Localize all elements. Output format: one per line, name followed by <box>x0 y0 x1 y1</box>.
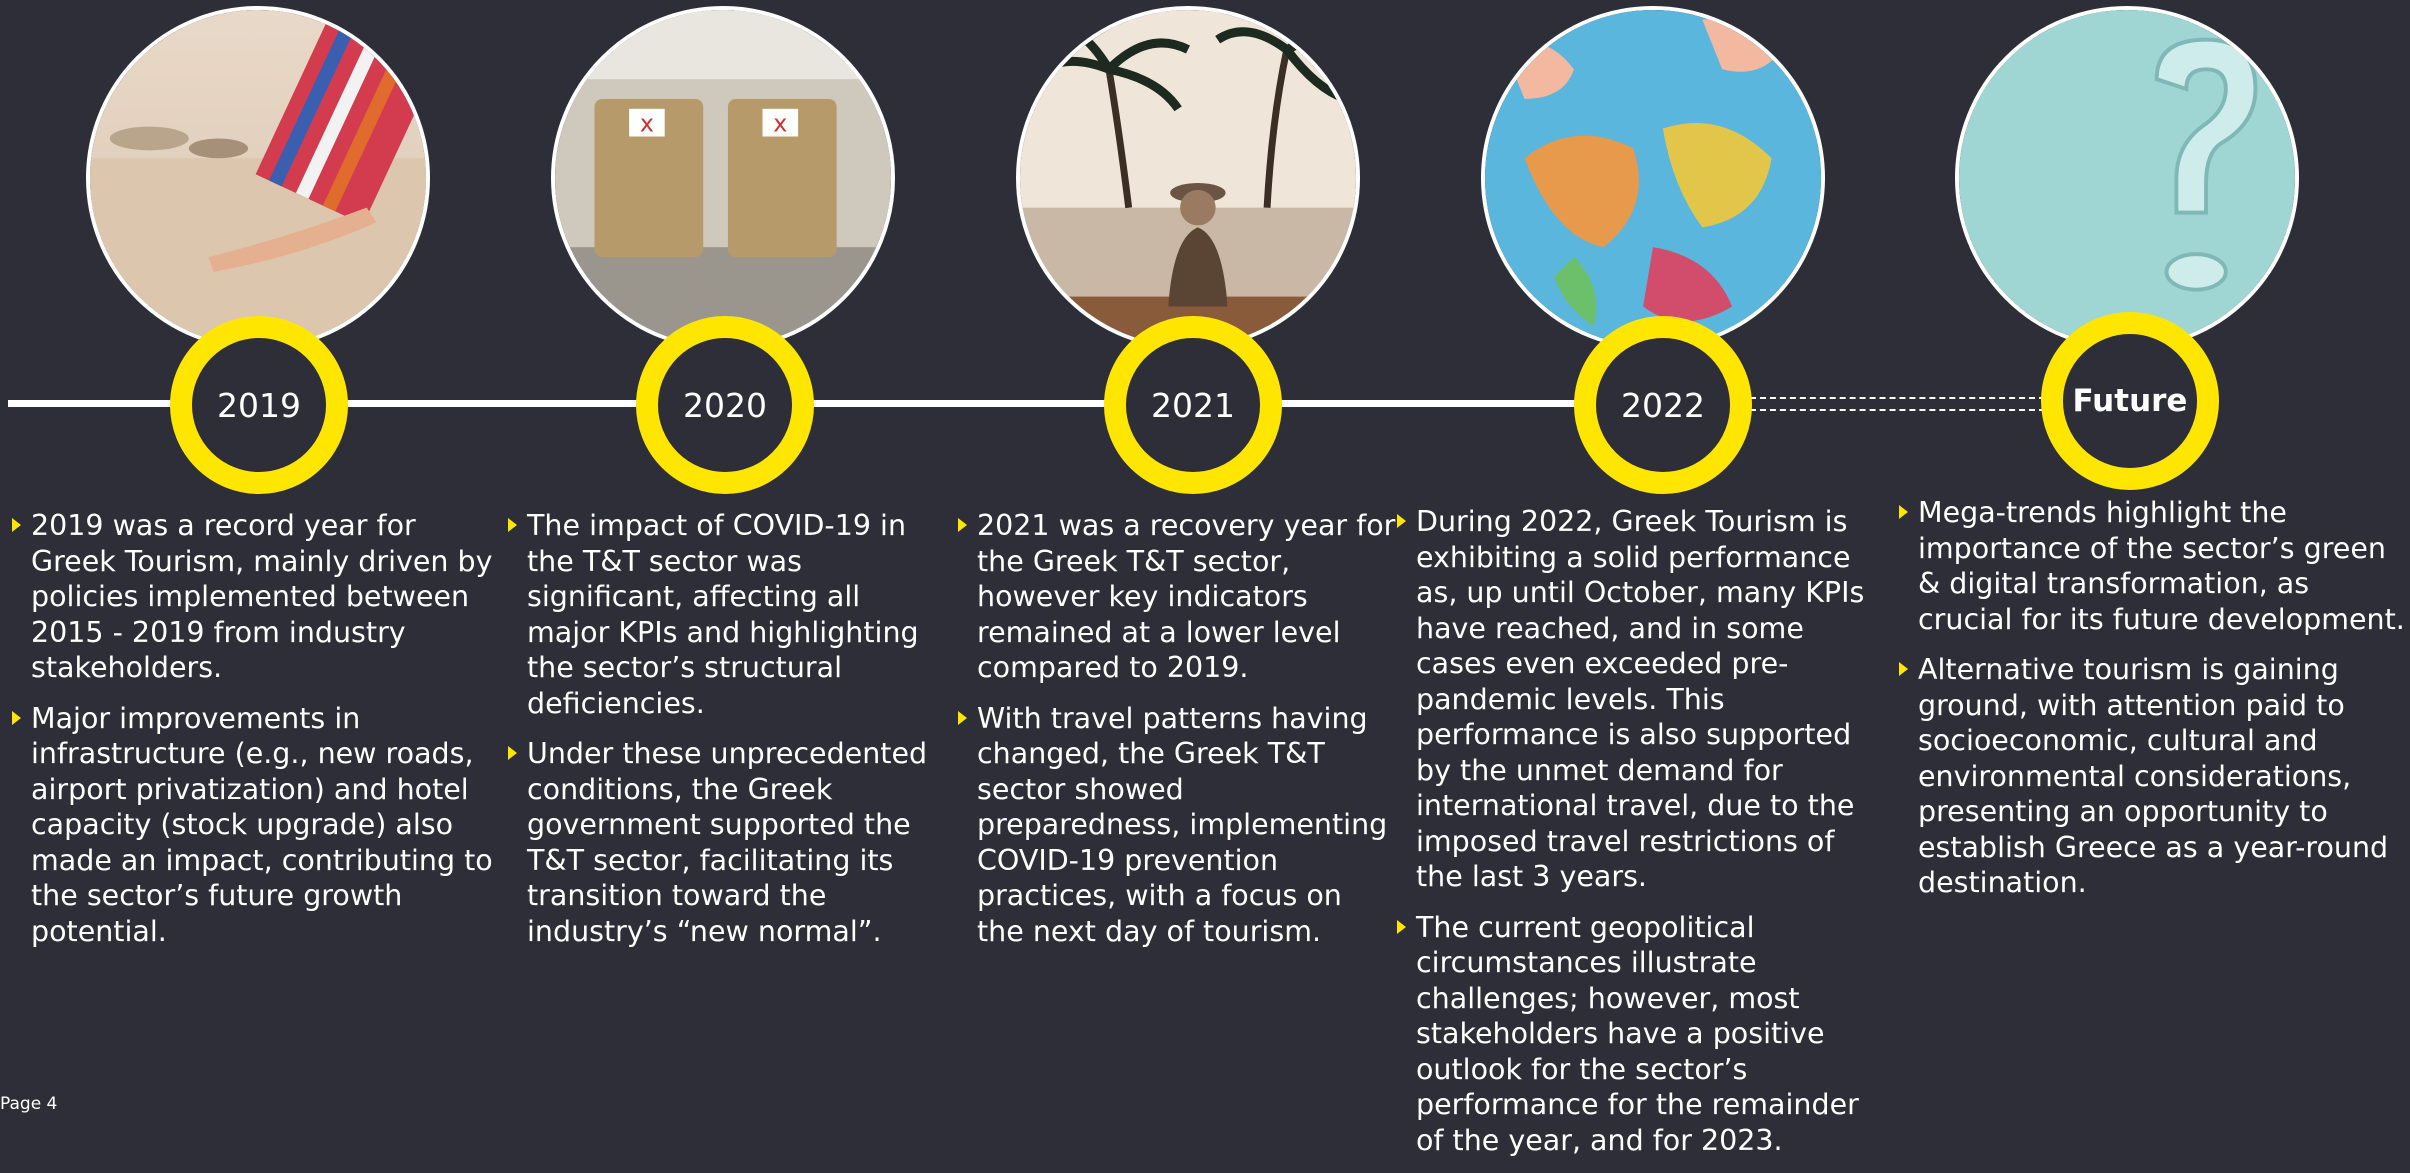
year-marker-2020: 2020 <box>636 316 814 494</box>
text-column-2020: The impact of COVID-19 in the T&T sector… <box>508 508 938 964</box>
bullet-item: Alternative tourism is gaining ground, w… <box>1899 652 2405 901</box>
year-marker-2021: 2021 <box>1104 316 1282 494</box>
bullet-text: Major improvements in infrastructure (e.… <box>31 701 493 948</box>
bullet-arrow-icon <box>508 518 517 532</box>
bullet-item: Mega-trends highlight the importance of … <box>1899 495 2405 637</box>
timeline-dashed-line <box>1750 409 2045 411</box>
svg-text:x: x <box>640 110 654 138</box>
bullet-arrow-icon <box>1397 919 1406 934</box>
year-marker-2022: 2022 <box>1574 316 1752 494</box>
year-label: 2019 <box>217 385 301 425</box>
bullet-item: 2021 was a recovery year for the Greek T… <box>958 508 1396 686</box>
bullet-text: The impact of COVID-19 in the T&T sector… <box>527 509 919 720</box>
bullet-arrow-icon <box>1899 505 1908 519</box>
beach-lounger-photo <box>86 6 430 350</box>
bullet-arrow-icon <box>508 746 517 760</box>
bullet-arrow-icon <box>12 710 21 725</box>
year-label: 2021 <box>1151 385 1235 425</box>
bullet-text: Under these unprecedented conditions, th… <box>527 737 928 948</box>
bullet-arrow-icon <box>1899 662 1908 676</box>
svg-text:x: x <box>773 110 787 138</box>
bullet-arrow-icon <box>958 518 967 532</box>
bullet-item: 2019 was a record year for Greek Tourism… <box>12 508 494 686</box>
timeline-dashed-line <box>1750 397 2045 399</box>
text-column-2022: During 2022, Greek Tourism is exhibiting… <box>1397 504 1887 1173</box>
bullet-item: During 2022, Greek Tourism is exhibiting… <box>1397 504 1887 895</box>
bullet-text: With travel patterns having changed, the… <box>977 701 1388 948</box>
year-marker-future: Future <box>2041 312 2219 490</box>
bullet-text: 2021 was a recovery year for the Greek T… <box>977 509 1396 684</box>
bullet-item: The impact of COVID-19 in the T&T sector… <box>508 508 938 721</box>
empty-airport-seats-photo: x x <box>551 6 895 350</box>
page-number: Page 4 <box>0 1094 58 1114</box>
bullet-arrow-icon <box>1397 514 1406 528</box>
bullet-arrow-icon <box>958 710 967 725</box>
bullet-text: Mega-trends highlight the importance of … <box>1918 496 2405 636</box>
bullet-arrow-icon <box>12 518 21 532</box>
year-label: Future <box>2072 383 2188 419</box>
year-marker-2019: 2019 <box>170 316 348 494</box>
text-column-2019: 2019 was a record year for Greek Tourism… <box>12 508 494 964</box>
year-label: 2022 <box>1621 385 1705 425</box>
bullet-text: 2019 was a record year for Greek Tourism… <box>31 509 493 684</box>
hands-on-globe-photo <box>1481 6 1825 350</box>
question-mark-photo <box>1955 6 2299 350</box>
bullet-item: With travel patterns having changed, the… <box>958 701 1396 950</box>
bullet-item: Major improvements in infrastructure (e.… <box>12 701 494 950</box>
bullet-item: The current geopolitical circumstances i… <box>1397 910 1887 1159</box>
bullet-item: Under these unprecedented conditions, th… <box>508 736 938 949</box>
palm-pool-traveler-photo <box>1016 6 1360 350</box>
text-column-future: Mega-trends highlight the importance of … <box>1899 495 2405 916</box>
text-column-2021: 2021 was a recovery year for the Greek T… <box>958 508 1396 964</box>
bullet-text: During 2022, Greek Tourism is exhibiting… <box>1416 505 1865 893</box>
bullet-text: The current geopolitical circumstances i… <box>1416 910 1859 1157</box>
year-label: 2020 <box>683 385 767 425</box>
bullet-text: Alternative tourism is gaining ground, w… <box>1918 653 2389 899</box>
